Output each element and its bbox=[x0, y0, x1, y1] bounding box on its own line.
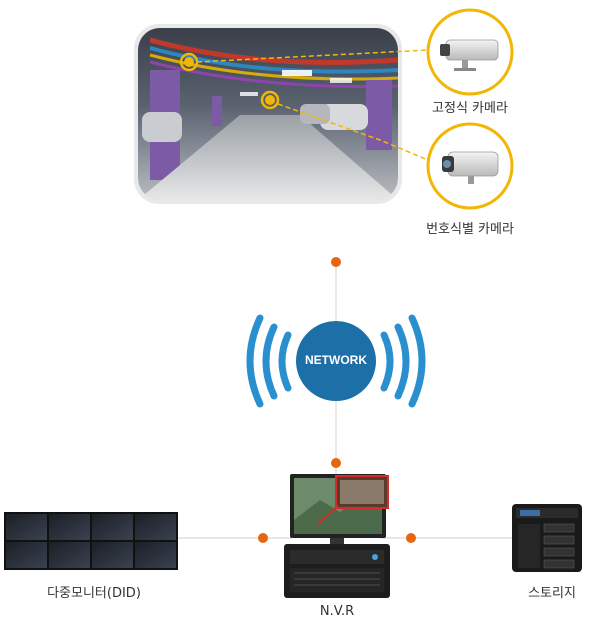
fixed-camera-label: 고정식 카메라 bbox=[432, 101, 508, 116]
node-nvr-top bbox=[331, 458, 341, 468]
parking-garage-photo bbox=[134, 24, 402, 204]
node-monitor bbox=[258, 533, 268, 543]
storage-nas-icon bbox=[512, 504, 582, 572]
leader-lpr-camera bbox=[277, 103, 429, 161]
monitor-label: 다중모니터(DID) bbox=[47, 586, 141, 601]
network-hub bbox=[246, 314, 426, 408]
nvr-label: N.V.R bbox=[319, 604, 355, 619]
nvr-workstation-icon bbox=[284, 474, 390, 598]
lpr-camera-label: 번호식별 카메라 bbox=[426, 222, 514, 237]
storage-label: 스토리지 bbox=[528, 586, 576, 601]
node-storage bbox=[406, 533, 416, 543]
lpr-camera-icon bbox=[426, 122, 514, 210]
network-label: NETWORK bbox=[305, 353, 367, 367]
node-top bbox=[331, 257, 341, 267]
fixed-camera-icon bbox=[426, 8, 514, 96]
video-wall-icon bbox=[4, 512, 178, 570]
leader-fixed-camera bbox=[196, 49, 429, 63]
